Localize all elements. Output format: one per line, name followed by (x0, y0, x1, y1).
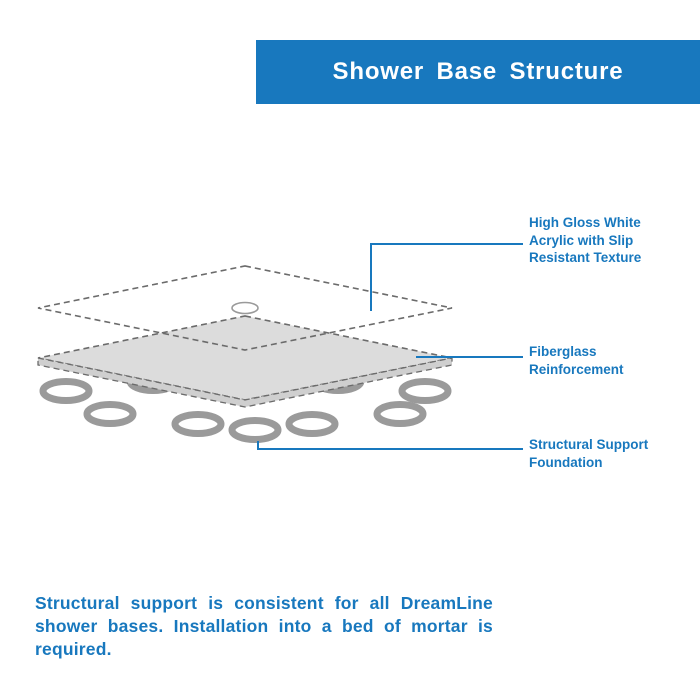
callout-fiberglass-label: Fiberglass Reinforcement (529, 344, 624, 377)
support-ring (39, 378, 93, 404)
acrylic-layer-outline (37, 265, 453, 351)
callout-foundation-label: Structural Support Foundation (529, 437, 649, 470)
page-title: Shower Base Structure (332, 58, 624, 85)
callout-acrylic-label: High Gloss White Acrylic with Slip Resis… (529, 215, 642, 266)
support-rings (39, 368, 452, 443)
leader-line-foundation (257, 441, 523, 450)
support-ring (83, 401, 137, 427)
support-ring (171, 411, 225, 437)
leader-line-acrylic (370, 243, 523, 311)
fiberglass-layer (37, 315, 453, 401)
support-ring (285, 411, 339, 437)
title-banner: Shower Base Structure (256, 40, 700, 104)
drain-icon (231, 301, 259, 315)
fiberglass-layer-edge (37, 357, 453, 408)
support-ring (228, 417, 282, 443)
support-ring (373, 401, 427, 427)
footer-note: Structural support is consistent for all… (35, 593, 493, 660)
support-ring (398, 378, 452, 404)
